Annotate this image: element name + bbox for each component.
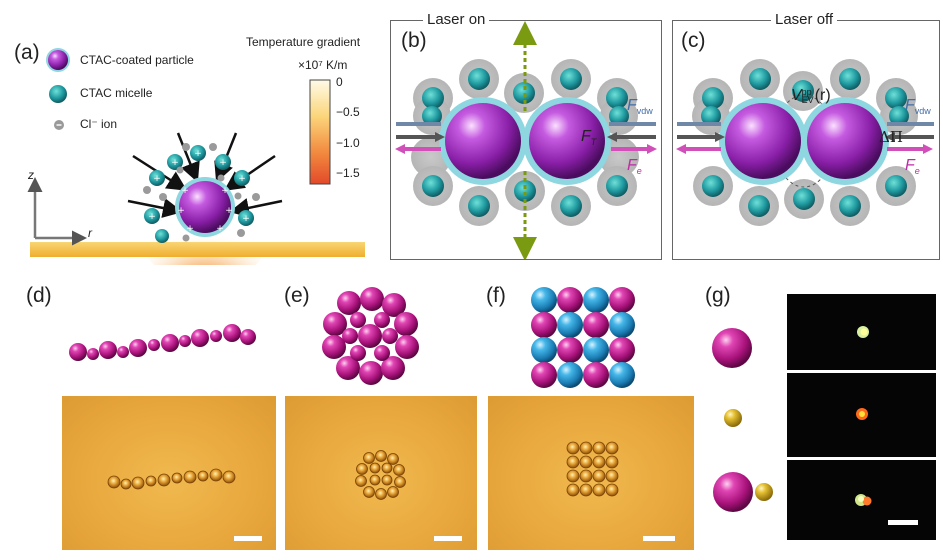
micrograph-bead — [566, 469, 580, 483]
panel-b: Laser on (b) Fvdw FT Fe — [390, 11, 662, 260]
scale-bar-f — [643, 536, 675, 541]
panel-a: (a) CTAC-coated particle CTAC micelle Cl… — [0, 0, 380, 265]
micrograph-bead — [605, 483, 619, 497]
colorbar-tick-3: −1.5 — [336, 166, 360, 180]
heterodimer-models — [712, 328, 773, 512]
svg-text:+: + — [194, 149, 202, 159]
colorbar-tick-2: −1.0 — [336, 136, 360, 150]
darkfield-frame-3 — [787, 460, 936, 540]
lattice-sphere — [557, 362, 583, 388]
panel-label-f: (f) — [486, 284, 506, 307]
micrograph-bead — [592, 483, 606, 497]
micrograph-bead — [579, 441, 593, 455]
colorbar-unit: ×10⁷ K/m — [298, 58, 348, 72]
force-e-label-c: Fe — [905, 157, 920, 177]
panel-label-b: (b) — [401, 29, 427, 52]
chain-model — [69, 324, 256, 361]
svg-text:+: + — [242, 214, 250, 224]
particle-scene: +++ +++ + +++ +++ — [27, 132, 365, 265]
lattice-sphere — [531, 312, 557, 338]
micrograph-bead — [605, 455, 619, 469]
lattice-sphere — [531, 337, 557, 363]
panel-label-g: (g) — [705, 284, 731, 307]
lattice-sphere — [557, 287, 583, 313]
panel-label-d: (d) — [26, 284, 52, 307]
ion-legend-icon — [54, 120, 64, 130]
micrograph-bead — [579, 469, 593, 483]
cluster-micrograph — [285, 396, 477, 550]
svg-text:+: + — [171, 158, 179, 168]
micrograph-bead — [592, 469, 606, 483]
lattice-sphere — [583, 287, 609, 313]
lattice-sphere — [609, 287, 635, 313]
lattice-sphere — [609, 312, 635, 338]
scale-bar-d — [234, 536, 262, 541]
lattice-sphere — [583, 337, 609, 363]
lattice-sphere — [609, 362, 635, 388]
cluster-model — [322, 287, 419, 385]
micrograph-bead — [566, 455, 580, 469]
axis-z-label: z — [28, 168, 34, 182]
micrograph-bead — [605, 441, 619, 455]
lattice-sphere — [531, 362, 557, 388]
particle-legend-icon — [46, 48, 70, 72]
micrograph-bead — [566, 441, 580, 455]
svg-text:+: + — [148, 212, 156, 222]
svg-text:+: + — [225, 206, 233, 216]
svg-text:+: + — [238, 174, 246, 184]
svg-text:+: + — [153, 174, 161, 184]
colorbar-title: Temperature gradient — [246, 35, 361, 49]
micrograph-bead — [579, 455, 593, 469]
svg-text:+: + — [177, 206, 185, 216]
scale-bar-e — [434, 536, 462, 541]
lattice-sphere — [609, 337, 635, 363]
binary-lattice-model — [531, 287, 635, 388]
micrograph-bead — [592, 455, 606, 469]
colorbar — [309, 79, 331, 185]
legend-particle-label: CTAC-coated particle — [80, 53, 194, 67]
colorbar-tick-1: −0.5 — [336, 105, 360, 119]
panel-label-e: (e) — [284, 284, 310, 307]
axis-r-label: r — [88, 226, 92, 240]
svg-text:+: + — [181, 186, 189, 196]
chain-micrograph — [62, 396, 276, 550]
micrograph-bead — [592, 441, 606, 455]
scale-bar-g — [888, 520, 918, 525]
micrograph-bead — [566, 483, 580, 497]
legend-micelle-label: CTAC micelle — [80, 86, 153, 100]
force-vdw-label-b: Fvdw — [627, 97, 653, 117]
panel-label-c: (c) — [681, 29, 706, 52]
svg-text:+: + — [221, 186, 229, 196]
lattice-sphere — [531, 287, 557, 313]
lattice-sphere — [557, 312, 583, 338]
svg-text:+: + — [186, 224, 194, 234]
force-e-label-b: Fe — [627, 157, 642, 177]
darkfield-frame-2 — [787, 373, 936, 457]
binary-lattice-micrograph — [488, 396, 694, 550]
svg-text:+: + — [216, 224, 224, 234]
panel-b-title: Laser on — [423, 11, 490, 28]
force-thermo-label: FT — [581, 128, 597, 148]
colorbar-tick-0: 0 — [336, 75, 343, 89]
micrograph-bead — [579, 483, 593, 497]
micrograph-bead — [605, 469, 619, 483]
micelle-legend-icon — [49, 85, 67, 103]
lattice-sphere — [583, 312, 609, 338]
lattice-sphere — [583, 362, 609, 388]
force-vdw-label-c: Fvdw — [905, 97, 931, 117]
panel-label-a: (a) — [14, 41, 40, 64]
darkfield-frame-1 — [787, 294, 936, 370]
osmotic-pressure-label: ΔΠ — [879, 128, 903, 146]
legend-ion-label: Cl⁻ ion — [80, 117, 118, 131]
lattice-sphere — [557, 337, 583, 363]
panel-c-title: Laser off — [771, 11, 838, 28]
svg-text:+: + — [219, 158, 227, 168]
